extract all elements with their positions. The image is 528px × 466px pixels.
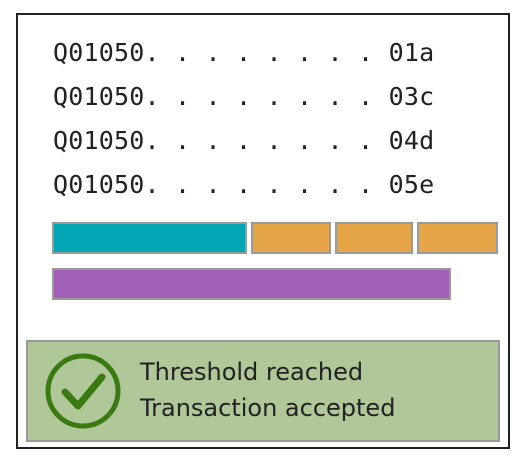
segmented-progress-bar: [52, 222, 498, 254]
code-suffix: 05e: [388, 170, 435, 199]
code-list: Q01050. . . . . . . . 01a Q01050. . . . …: [53, 36, 434, 212]
code-row: Q01050. . . . . . . . 01a: [53, 36, 434, 80]
threshold-bar: [52, 268, 451, 300]
check-circle-icon: [45, 353, 121, 429]
code-label: Q01050: [53, 126, 145, 155]
leader-dots: . . . . . . . .: [144, 170, 374, 199]
code-suffix: 04d: [388, 126, 435, 155]
status-message: Threshold reached Transaction accepted: [140, 354, 395, 426]
status-line-2: Transaction accepted: [140, 394, 396, 422]
bar-segment: [417, 222, 498, 254]
code-suffix: 01a: [388, 38, 435, 67]
leader-dots: . . . . . . . .: [144, 82, 374, 111]
code-row: Q01050. . . . . . . . 05e: [53, 168, 434, 212]
code-row: Q01050. . . . . . . . 03c: [53, 80, 434, 124]
status-banner: Threshold reached Transaction accepted: [26, 340, 500, 442]
bar-segment: [251, 222, 331, 254]
bar-segment: [335, 222, 413, 254]
code-row: Q01050. . . . . . . . 04d: [53, 124, 434, 168]
bar-segment: [52, 222, 247, 254]
leader-dots: . . . . . . . .: [144, 38, 374, 67]
code-label: Q01050: [53, 82, 145, 111]
code-label: Q01050: [53, 170, 145, 199]
code-label: Q01050: [53, 38, 145, 67]
code-suffix: 03c: [388, 82, 435, 111]
status-line-1: Threshold reached: [140, 358, 364, 386]
leader-dots: . . . . . . . .: [144, 126, 374, 155]
